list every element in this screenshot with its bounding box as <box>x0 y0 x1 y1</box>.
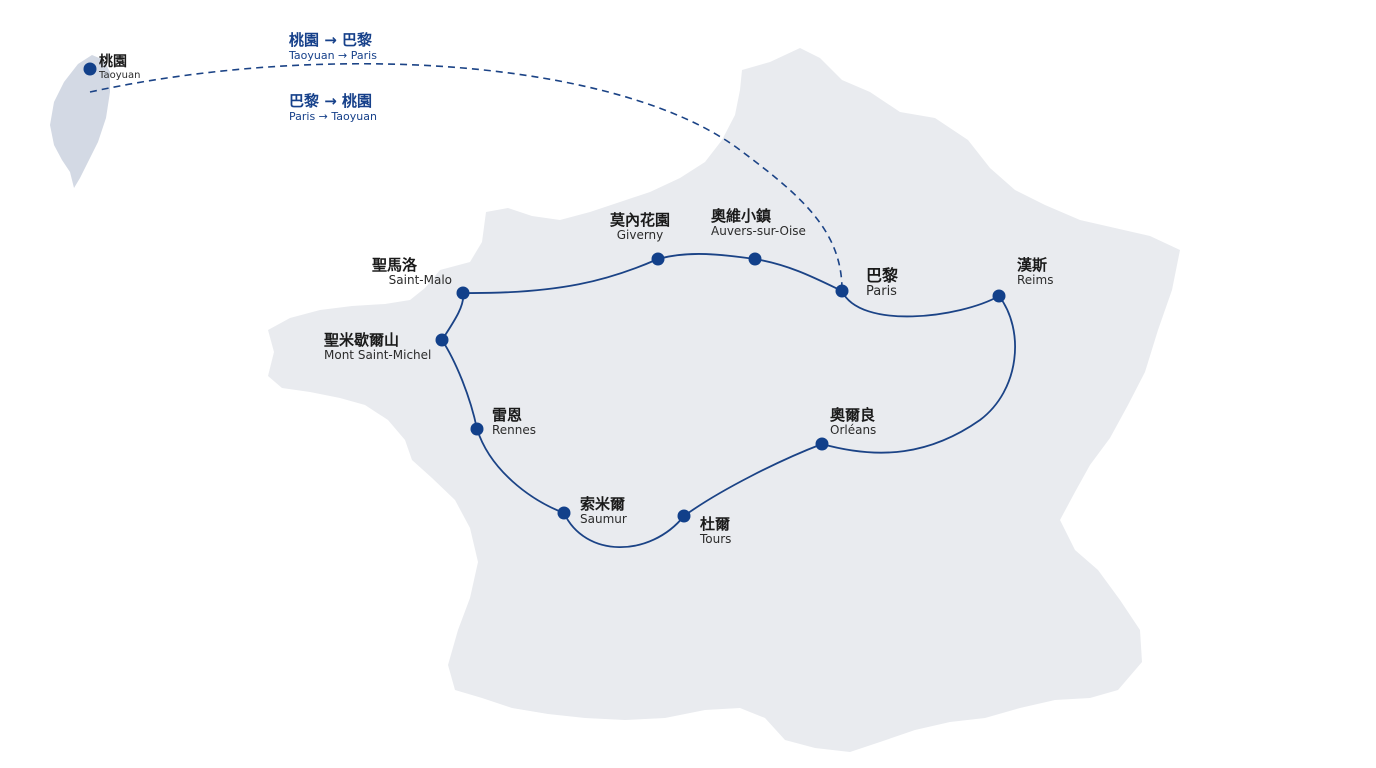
label-reims-zh: 漢斯 <box>1017 256 1048 274</box>
marker-auvers[interactable] <box>748 252 762 266</box>
taiwan-landmass <box>50 55 110 188</box>
label-reims: 漢斯 Reims <box>1017 256 1054 288</box>
marker-rennes[interactable] <box>470 422 484 436</box>
label-saumur-en: Saumur <box>580 512 627 527</box>
label-reims-en: Reims <box>1017 273 1054 288</box>
label-mont-saint-michel-en: Mont Saint-Michel <box>324 348 432 363</box>
label-paris-zh: 巴黎 <box>866 266 899 285</box>
label-paris-en: Paris <box>866 284 897 300</box>
label-saint-malo: 聖馬洛 Saint-Malo <box>372 256 452 288</box>
label-taoyuan-zh: 桃園 <box>99 54 127 70</box>
label-auvers-en: Auvers-sur-Oise <box>711 224 806 239</box>
flight-path <box>89 62 843 291</box>
label-auvers: 奧維小鎮 Auvers-sur-Oise <box>711 207 806 239</box>
marker-giverny[interactable] <box>651 252 665 266</box>
label-saumur-zh: 索米爾 <box>580 495 626 513</box>
label-taoyuan: 桃園 Taoyuan <box>99 54 140 82</box>
flight-return-label: 巴黎 → 桃園 Paris → Taoyuan <box>289 92 377 123</box>
flight-return-en: Paris → Taoyuan <box>289 110 377 123</box>
marker-orleans[interactable] <box>815 437 829 451</box>
label-saint-malo-en: Saint-Malo <box>388 273 452 288</box>
label-saint-malo-zh: 聖馬洛 <box>372 256 418 274</box>
label-orleans-en: Orléans <box>830 423 877 438</box>
flight-outbound-zh: 桃園 → 巴黎 <box>289 31 373 49</box>
label-tours-en: Tours <box>700 532 732 547</box>
label-rennes: 雷恩 Rennes <box>492 406 537 438</box>
france-landmass <box>268 48 1180 752</box>
label-rennes-en: Rennes <box>492 423 537 438</box>
label-rennes-zh: 雷恩 <box>492 406 523 424</box>
flight-return-zh: 巴黎 → 桃園 <box>289 92 373 110</box>
label-orleans: 奧爾良 Orléans <box>830 406 877 438</box>
label-giverny-en: Giverny <box>616 228 664 243</box>
marker-saumur[interactable] <box>557 506 571 520</box>
ground-route <box>440 253 1016 548</box>
marker-taoyuan[interactable] <box>83 62 97 76</box>
label-saumur: 索米爾 Saumur <box>580 495 627 527</box>
marker-tours[interactable] <box>677 509 691 523</box>
flight-outbound-en: Taoyuan → Paris <box>289 49 377 62</box>
label-tours: 杜爾 Tours <box>700 515 732 547</box>
marker-saint-malo[interactable] <box>456 286 470 300</box>
label-tours-zh: 杜爾 <box>700 515 731 533</box>
label-mont-saint-michel-zh: 聖米歇爾山 <box>324 331 400 349</box>
label-mont-saint-michel: 聖米歇爾山 Mont Saint-Michel <box>324 331 432 363</box>
label-giverny: 莫內花園 Giverny <box>592 211 688 243</box>
label-auvers-zh: 奧維小鎮 <box>711 207 772 225</box>
marker-mont-saint-michel[interactable] <box>435 333 449 347</box>
marker-reims[interactable] <box>992 289 1006 303</box>
label-orleans-zh: 奧爾良 <box>830 406 876 424</box>
label-giverny-zh: 莫內花園 <box>609 211 670 229</box>
marker-paris[interactable] <box>835 284 849 298</box>
label-paris: 巴黎 Paris <box>866 266 899 300</box>
label-taoyuan-en: Taoyuan <box>99 70 141 82</box>
flight-outbound-label: 桃園 → 巴黎 Taoyuan → Paris <box>289 31 377 62</box>
